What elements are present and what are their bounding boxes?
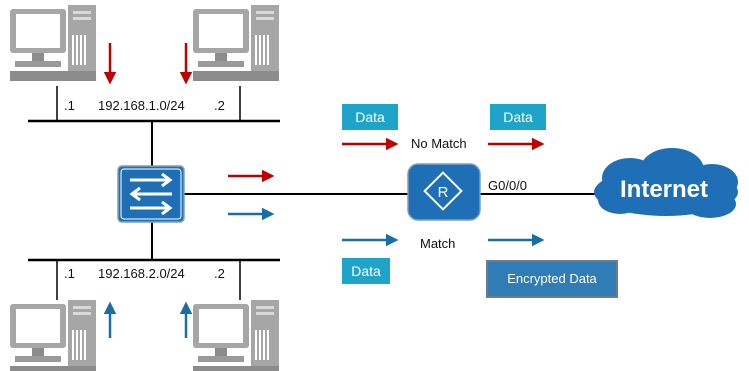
pc-icon — [193, 5, 279, 81]
pc-icon — [193, 300, 279, 371]
internet-label: Internet — [620, 176, 709, 203]
router-interface-label: G0/0/0 — [488, 178, 528, 193]
encrypted-data-box: Encrypted Data — [486, 260, 618, 298]
no-match-data-out-box: Data — [490, 104, 546, 130]
switch-icon — [117, 165, 185, 223]
bottom-network-label: 192.168.2.0/24 — [98, 266, 185, 281]
svg-text:R: R — [438, 184, 449, 201]
bottom-host-left-label: .1 — [64, 266, 75, 281]
no-match-label: No Match — [411, 136, 467, 151]
top-network-label: 192.168.1.0/24 — [98, 98, 185, 113]
match-data-in-box: Data — [342, 258, 390, 284]
router-icon: R — [407, 163, 481, 221]
pc-icon — [10, 5, 96, 81]
no-match-data-in-box: Data — [342, 104, 398, 130]
pc-icon — [10, 300, 96, 371]
top-host-right-label: .2 — [214, 98, 225, 113]
match-label: Match — [420, 236, 456, 251]
bottom-host-right-label: .2 — [214, 266, 225, 281]
cloud-icon — [594, 148, 738, 218]
top-host-left-label: .1 — [64, 98, 75, 113]
